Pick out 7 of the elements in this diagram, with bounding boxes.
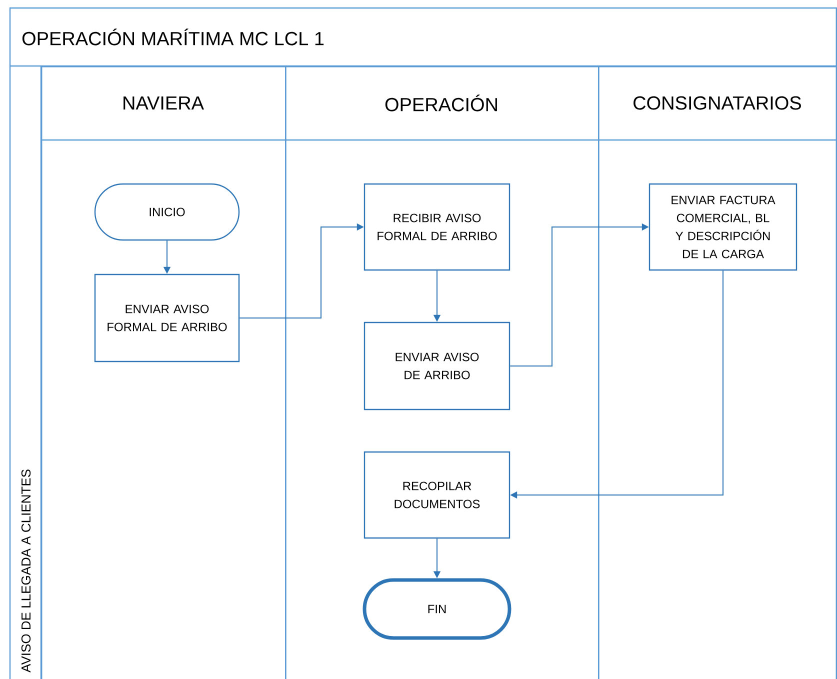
process-box: ENVIAR FACTURA COMERCIAL, BL Y DESCRIPCIÓN DE LA CARGA bbox=[648, 183, 798, 271]
process-box: ENVIAR AVISO FORMAL DE ARRIBO bbox=[94, 274, 240, 362]
process-box: RECIBIR AVISO FORMAL DE ARRIBO bbox=[364, 183, 510, 271]
process-box: RECOPILAR DOCUMENTOS bbox=[364, 451, 510, 539]
title: OPERACIÓN MARÍTIMA MC LCL 1 bbox=[22, 28, 324, 46]
process-box: ENVIAR AVISO DE ARRIBO bbox=[364, 322, 510, 410]
phase-label: AVISO DE LLEGADA A CLIENTES bbox=[21, 470, 31, 672]
